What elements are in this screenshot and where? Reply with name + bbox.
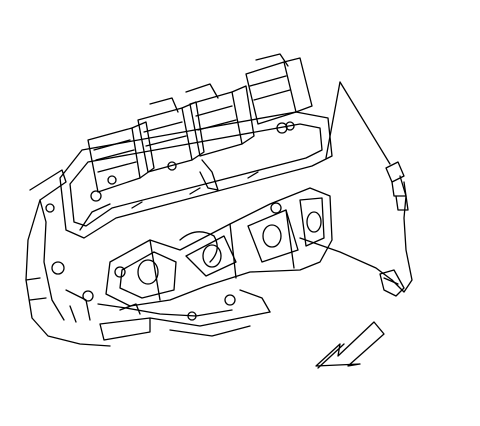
oxygen-sensor-harness xyxy=(299,161,413,293)
oxygen-sensor xyxy=(379,269,405,297)
exhaust-pipe xyxy=(149,289,271,337)
exhaust-manifold xyxy=(82,187,333,321)
callout-leader xyxy=(325,81,391,165)
ignition-coil-2 xyxy=(137,97,205,173)
ignition-coil-3 xyxy=(185,83,255,191)
engine-block xyxy=(25,169,151,347)
valve-cover xyxy=(59,111,333,239)
ignition-coil-4 xyxy=(245,53,313,131)
direction-arrow-icon xyxy=(315,321,385,369)
